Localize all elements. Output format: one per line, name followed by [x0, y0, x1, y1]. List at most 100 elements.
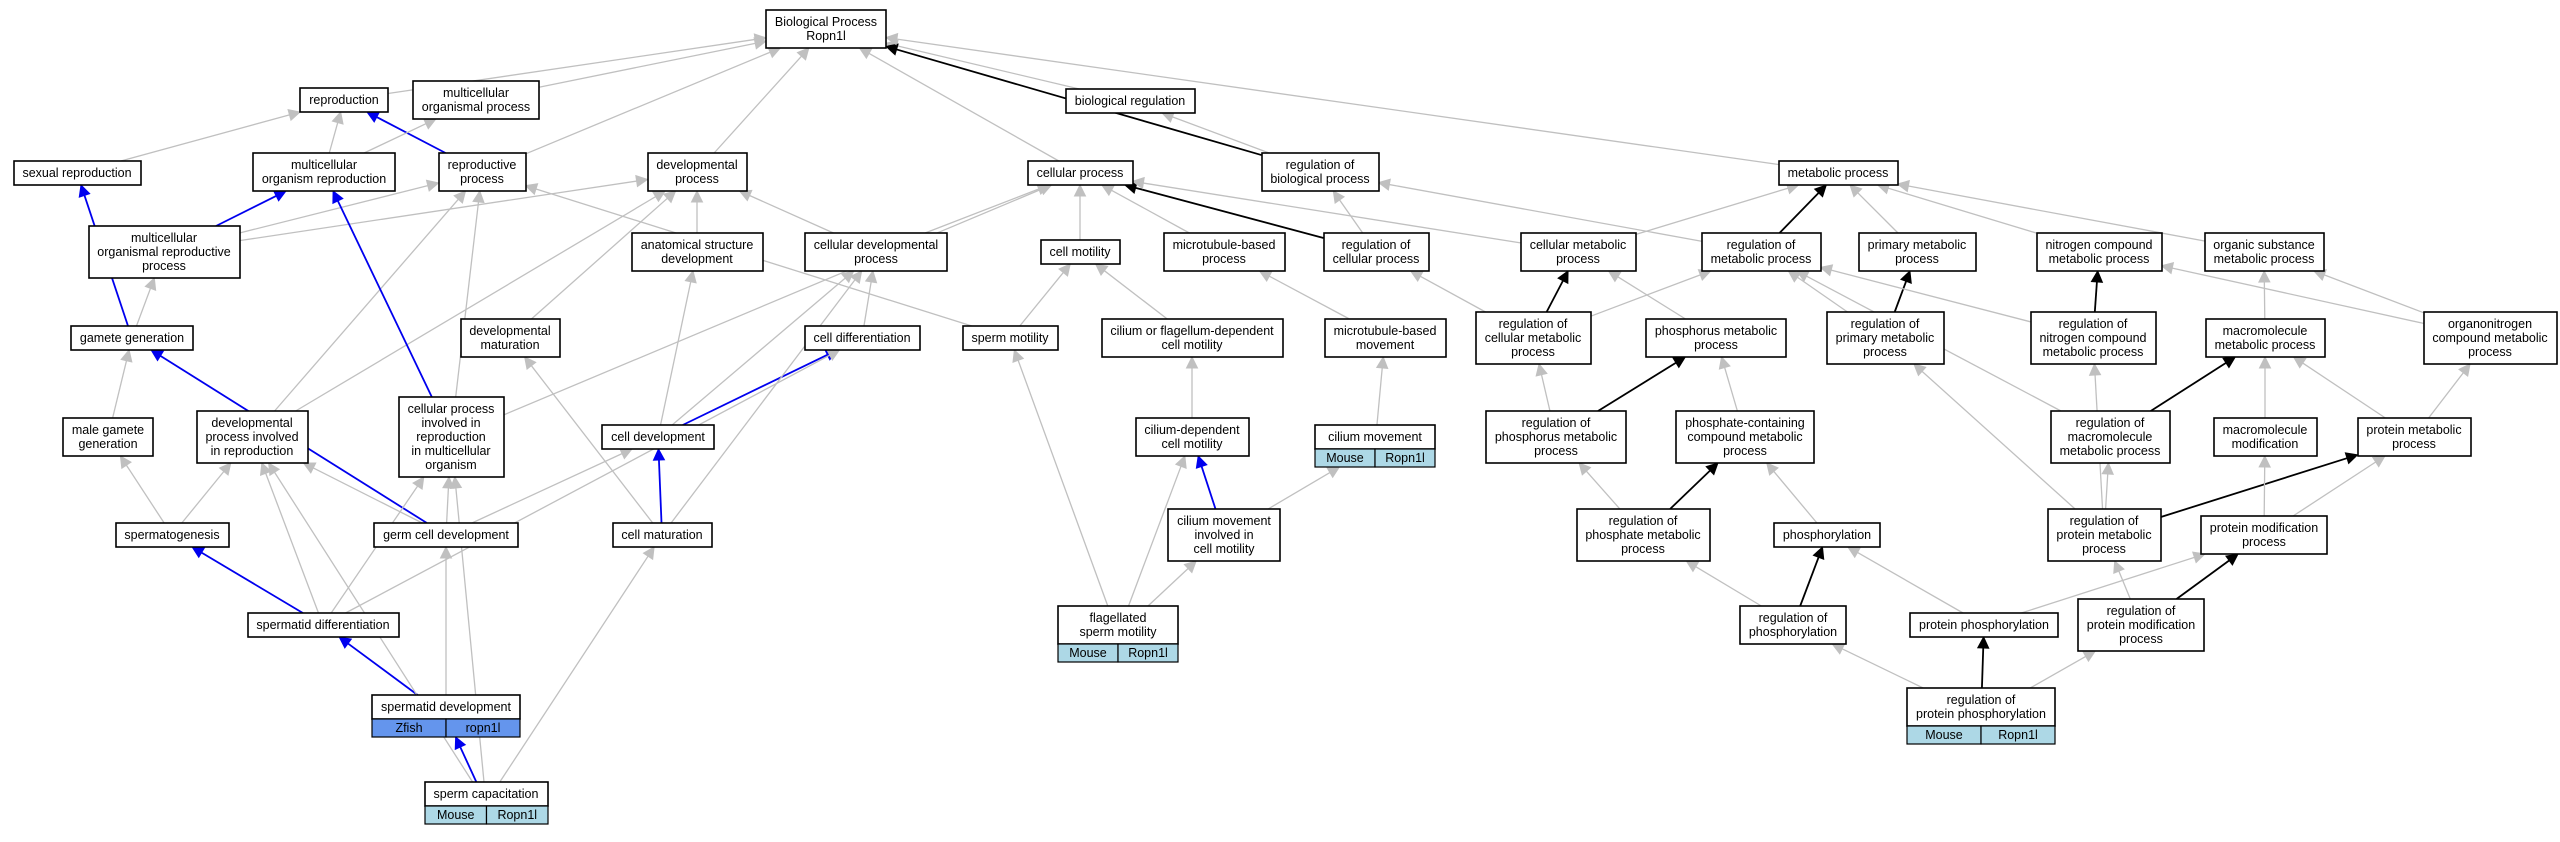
gene-symbol-cell[interactable]	[485, 805, 549, 825]
arrowhead	[1375, 355, 1389, 370]
arrowhead	[1787, 270, 1802, 283]
term-label: developmental	[469, 324, 550, 338]
term-label: primary metabolic	[1868, 238, 1967, 252]
term-box	[88, 225, 241, 279]
term-box	[1906, 687, 2056, 727]
gene-symbol-label: Ropn1l	[1128, 646, 1168, 660]
regulates-edge	[1597, 356, 1687, 412]
is-a-edge	[1147, 560, 1197, 607]
regulates-edge	[2150, 356, 2237, 412]
arrowhead	[1819, 264, 1834, 277]
term-node-cellmat[interactable]: cell maturation	[612, 522, 713, 548]
term-label: process	[1863, 345, 1907, 359]
arrowhead	[1846, 546, 1862, 559]
term-node-repro[interactable]: reproduction	[299, 87, 389, 113]
term-label: phosphorylation	[1783, 528, 1871, 542]
is-a-edge	[1766, 462, 1818, 524]
term-node-cellmot[interactable]: cell motility	[1040, 239, 1121, 265]
term-node-celldev[interactable]: cell development	[601, 424, 715, 450]
term-node-celldiff[interactable]: cell differentiation	[804, 325, 921, 351]
term-box	[115, 522, 230, 548]
arrowhead	[849, 270, 863, 284]
term-label: protein metabolic	[2366, 423, 2461, 437]
term-label: process involved	[205, 430, 298, 444]
gene-symbol-cell[interactable]	[1980, 725, 2056, 745]
term-node-metproc[interactable]: metabolic process	[1778, 160, 1899, 186]
term-node-protphos[interactable]: protein phosphorylation	[1909, 612, 2059, 638]
arrowhead	[1332, 190, 1346, 205]
part-of-edge	[454, 735, 478, 783]
regulates-edge	[2090, 269, 2104, 313]
arrowhead	[1685, 560, 1700, 573]
arrowhead	[2113, 559, 2125, 575]
term-node-sexrep[interactable]: sexual reproduction	[13, 160, 142, 186]
term-label: modification	[2232, 437, 2299, 451]
term-node-cellproc[interactable]: cellular process	[1027, 160, 1134, 186]
gene-symbol-cell[interactable]	[445, 718, 521, 738]
term-node-gamgen[interactable]: gamete generation	[70, 325, 194, 351]
gene-symbol-cell[interactable]	[1117, 643, 1179, 663]
term-node-phosphorylation[interactable]: phosphorylation	[1773, 522, 1881, 548]
arrowhead	[439, 545, 453, 559]
term-label: protein phosphorylation	[1916, 707, 2046, 721]
term-node-spermatogen[interactable]: spermatogenesis	[115, 522, 230, 548]
part-of-edge	[682, 349, 839, 426]
term-node-spermmot[interactable]: sperm motility	[962, 325, 1059, 351]
term-node-biolreg[interactable]: biological regulation	[1065, 88, 1196, 114]
term-label: microtubule-based	[1173, 238, 1276, 252]
term-box	[196, 410, 309, 464]
term-node-germdev[interactable]: germ cell development	[373, 522, 519, 548]
arrowhead	[2258, 454, 2271, 468]
term-label: metabolic process	[2043, 345, 2144, 359]
term-box	[252, 152, 396, 192]
is-a-edge	[530, 190, 677, 320]
term-node-spermatiddiff[interactable]: spermatid differentiation	[247, 612, 400, 638]
gene-symbol-cell[interactable]	[1374, 448, 1436, 468]
